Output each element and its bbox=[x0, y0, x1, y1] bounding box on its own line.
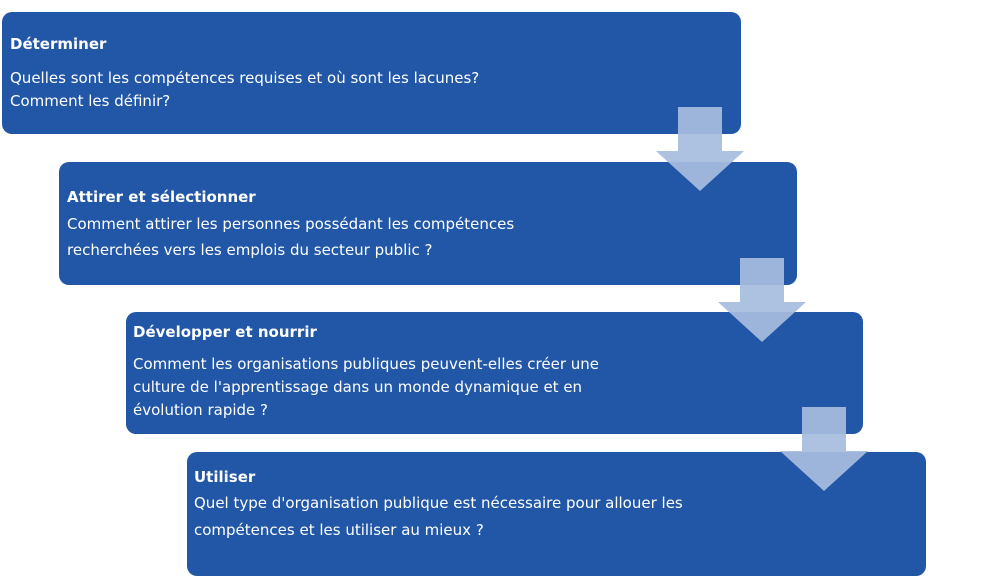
step-attirer-et-selectionner: Attirer et sélectionner Comment attirer … bbox=[59, 162, 797, 285]
step-developper-et-nourrir: Développer et nourrir Comment les organi… bbox=[126, 312, 863, 434]
step-description-line: Comment les définir? bbox=[10, 92, 171, 110]
step-utiliser: Utiliser Quel type d'organisation publiq… bbox=[187, 452, 926, 576]
step-description-line: Quel type d'organisation publique est né… bbox=[194, 494, 683, 512]
step-description: Quelles sont les compétences requises et… bbox=[10, 67, 479, 113]
step-title: Utiliser bbox=[194, 468, 256, 486]
step-title: Développer et nourrir bbox=[133, 323, 317, 341]
step-description-line: Comment attirer les personnes possédant … bbox=[67, 215, 515, 233]
step-description: Comment attirer les personnes possédant … bbox=[67, 211, 514, 263]
down-arrow-icon bbox=[718, 258, 806, 342]
step-description-line: culture de l'apprentissage dans un monde… bbox=[133, 378, 583, 396]
down-arrow-icon bbox=[656, 107, 744, 191]
step-determiner: Déterminer Quelles sont les compétences … bbox=[2, 12, 741, 134]
down-arrow-icon bbox=[780, 407, 868, 491]
step-title: Déterminer bbox=[10, 35, 107, 53]
step-description: Quel type d'organisation publique est né… bbox=[194, 490, 683, 544]
step-description: Comment les organisations publiques peuv… bbox=[133, 353, 599, 422]
step-description-line: recherchées vers les emplois du secteur … bbox=[67, 241, 433, 259]
step-title: Attirer et sélectionner bbox=[67, 188, 256, 206]
step-description-line: évolution rapide ? bbox=[133, 401, 268, 419]
step-description-line: compétences et les utiliser au mieux ? bbox=[194, 521, 484, 539]
step-description-line: Comment les organisations publiques peuv… bbox=[133, 355, 600, 373]
step-description-line: Quelles sont les compétences requises et… bbox=[10, 69, 480, 87]
